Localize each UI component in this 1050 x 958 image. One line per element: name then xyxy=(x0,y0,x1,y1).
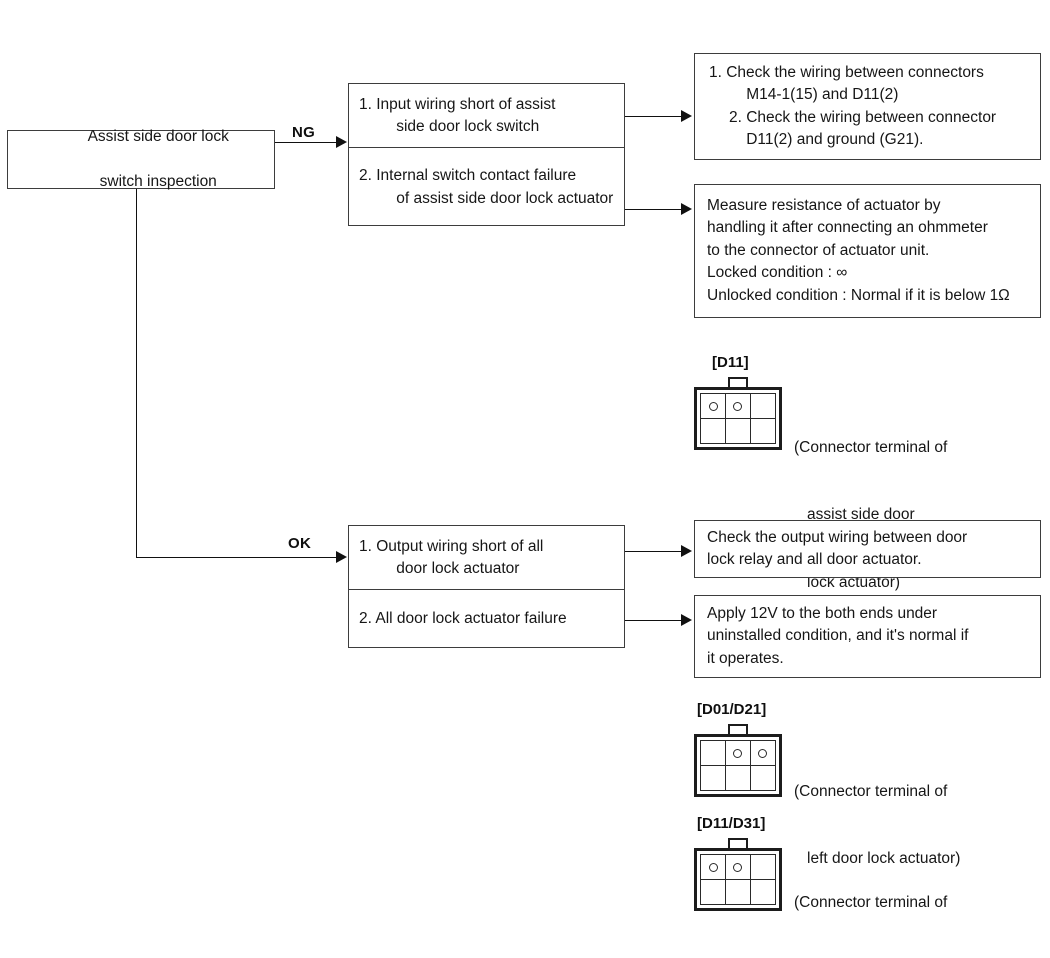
connector-body-icon xyxy=(694,734,782,797)
pin-cell-6 xyxy=(749,417,776,444)
connector-tab-icon xyxy=(728,377,748,389)
ok-branch-vertical-line xyxy=(136,189,137,557)
ng-action-box-1: 1. Check the wiring between connectors M… xyxy=(694,53,1042,161)
ng-cause-divider xyxy=(349,146,624,148)
ng-cause-row-1: 1. Input wiring short of assist side doo… xyxy=(349,84,624,148)
pin-hole-icon xyxy=(758,748,768,758)
ng-cause-row-2: 2. Internal switch contact failure of as… xyxy=(349,148,624,227)
ok-action-2-text: Apply 12V to the both ends under uninsta… xyxy=(707,604,969,667)
pin-cell-1 xyxy=(700,740,727,767)
connector-tag-d11: [D11] xyxy=(712,354,749,371)
connector-tab-icon xyxy=(728,724,748,736)
start-box: Assist side door lock switch inspection xyxy=(7,128,276,190)
ok-cause-row-2: 2. All door lock actuator failure xyxy=(349,590,624,649)
pin-hole-icon xyxy=(733,401,743,411)
pin-cell-5 xyxy=(724,417,752,444)
pin-cell-6 xyxy=(749,764,776,791)
ng-cause-1-text: 1. Input wiring short of assist side doo… xyxy=(359,95,556,135)
connector-tag-d11-d31: [D11/D31] xyxy=(697,815,766,832)
pin-cell-3 xyxy=(749,854,776,881)
pin-cell-5 xyxy=(724,878,752,905)
ng-action-2-text: Measure resistance of actuator by handli… xyxy=(707,196,1010,304)
connector-tag-d01-d21: [D01/D21] xyxy=(697,701,767,718)
connector-pin-grid xyxy=(700,740,776,791)
ok-label: OK xyxy=(288,535,312,552)
ng-action-1-line xyxy=(625,116,683,117)
ok-action-2-arrowhead xyxy=(681,614,692,626)
start-box-text: Assist side door lock switch inspection xyxy=(8,103,274,215)
connector-diagram-d01-d21 xyxy=(694,724,784,800)
pin-cell-6 xyxy=(749,878,776,905)
connector-caption-d11-d31: (Connector terminal of right door lock a… xyxy=(794,847,1034,958)
ok-cause-1-text: 1. Output wiring short of all door lock … xyxy=(359,537,544,577)
connector-pin-grid xyxy=(700,393,776,444)
connector-caption-line3: lock actuator) xyxy=(807,573,901,591)
ok-action-1-text: Check the output wiring between door loc… xyxy=(707,528,968,568)
pin-cell-3 xyxy=(749,393,776,420)
pin-hole-icon xyxy=(708,401,718,411)
pin-cell-2 xyxy=(724,854,752,881)
connector-body-icon xyxy=(694,387,782,450)
ng-branch-arrowhead xyxy=(336,136,347,148)
start-box-line1: Assist side door lock xyxy=(87,127,229,145)
ng-action-1-text: 1. Check the wiring between connectors M… xyxy=(709,63,997,148)
connector-caption-line1: (Connector terminal of xyxy=(794,782,948,800)
pin-hole-icon xyxy=(733,862,743,872)
pin-cell-4 xyxy=(700,764,727,791)
ng-branch-line xyxy=(275,142,337,143)
pin-cell-1 xyxy=(700,854,727,881)
ok-action-box-1: Check the output wiring between door loc… xyxy=(694,520,1042,579)
ok-cause-divider xyxy=(349,588,624,590)
pin-cell-2 xyxy=(724,393,752,420)
ok-action-1-arrowhead xyxy=(681,545,692,557)
pin-cell-5 xyxy=(724,764,752,791)
ng-action-2-line xyxy=(625,209,683,210)
ok-cause-box: 1. Output wiring short of all door lock … xyxy=(348,525,626,649)
ng-cause-box: 1. Input wiring short of assist side doo… xyxy=(348,83,626,227)
connector-caption-d01-d21: (Connector terminal of left door lock ac… xyxy=(794,736,1034,916)
connector-diagram-d11 xyxy=(694,377,784,453)
pin-hole-icon xyxy=(733,748,743,758)
ok-branch-arrowhead xyxy=(336,551,347,563)
ok-branch-horizontal-line xyxy=(136,557,337,558)
ok-cause-2-text: 2. All door lock actuator failure xyxy=(359,610,567,628)
connector-diagram-d11-d31 xyxy=(694,838,784,914)
connector-caption-d11: (Connector terminal of assist side door … xyxy=(794,392,1034,639)
pin-cell-1 xyxy=(700,393,727,420)
ng-label: NG xyxy=(292,124,316,141)
pin-cell-4 xyxy=(700,878,727,905)
ng-action-2-arrowhead xyxy=(681,203,692,215)
start-box-line2: switch inspection xyxy=(99,172,217,190)
pin-cell-3 xyxy=(749,740,776,767)
connector-body-icon xyxy=(694,848,782,911)
connector-pin-grid xyxy=(700,854,776,905)
ok-action-box-2: Apply 12V to the both ends under uninsta… xyxy=(694,595,1042,679)
ng-action-1-arrowhead xyxy=(681,110,692,122)
connector-caption-line1: (Connector terminal of xyxy=(794,893,948,911)
connector-caption-line2: left door lock actuator) xyxy=(807,850,961,868)
pin-cell-4 xyxy=(700,417,727,444)
connector-tab-icon xyxy=(728,838,748,850)
ok-action-1-line xyxy=(625,551,683,552)
ng-action-box-2: Measure resistance of actuator by handli… xyxy=(694,184,1042,319)
pin-cell-2 xyxy=(724,740,752,767)
ok-cause-row-1: 1. Output wiring short of all door lock … xyxy=(349,526,624,590)
connector-caption-line1: (Connector terminal of xyxy=(794,438,948,456)
ok-action-2-line xyxy=(625,620,683,621)
connector-caption-line2: assist side door xyxy=(807,506,915,524)
pin-hole-icon xyxy=(708,862,718,872)
ng-cause-2-text: 2. Internal switch contact failure of as… xyxy=(359,167,614,207)
